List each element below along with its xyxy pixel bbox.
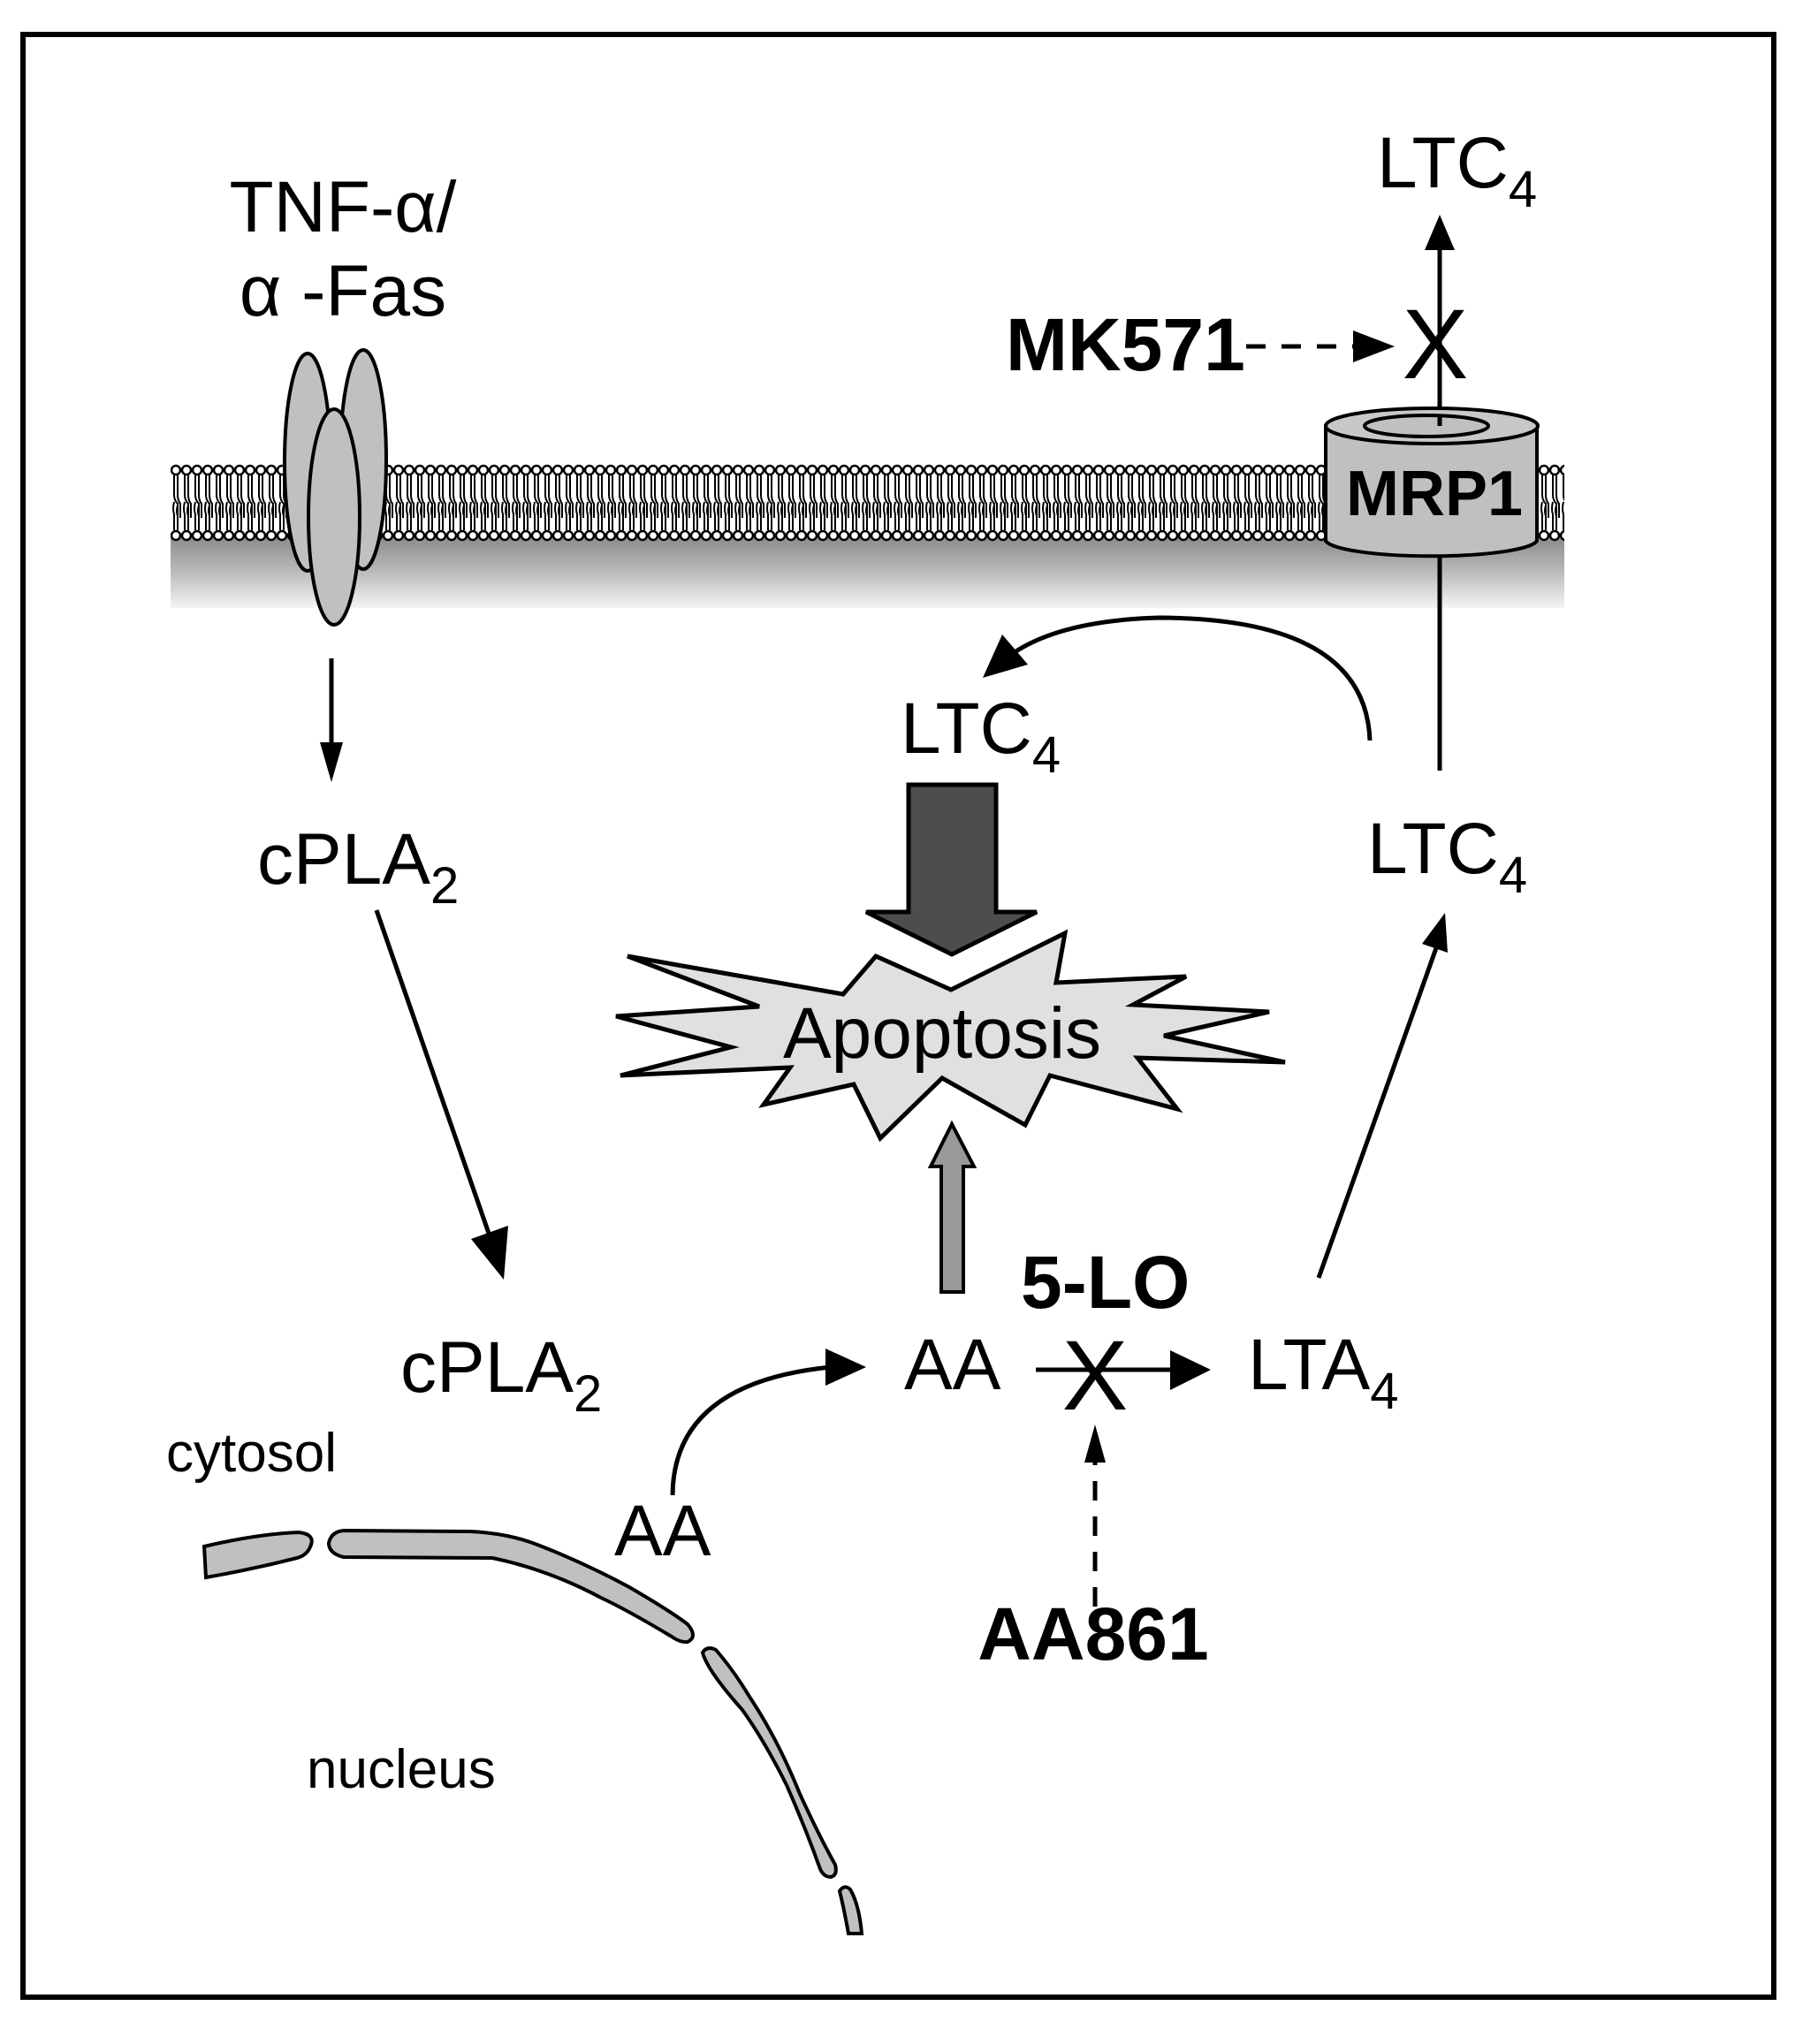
- cpla2-lower-label: cPLA2: [400, 1327, 602, 1423]
- stimulus-label-line2: α -Fas: [240, 251, 446, 331]
- arrow-cpla2-translocation: [374, 909, 508, 1280]
- arrow-aa-to-lta4: [1036, 1350, 1211, 1390]
- aa-substrate-label: AA: [904, 1325, 1001, 1405]
- nuclear-envelope: [202, 1528, 864, 1935]
- arrow-aa-to-apoptosis: [927, 1120, 977, 1294]
- arrow-aa-release: [670, 1349, 866, 1496]
- mk571-label: MK571: [1006, 303, 1245, 386]
- arrow-ltc4-to-apoptosis: [864, 782, 1038, 957]
- stimulus-label-line1: TNF-α/: [230, 167, 457, 247]
- ltc4-extracellular-label: LTC4: [1377, 123, 1537, 218]
- 5-lo-block-mark: X: [1062, 1320, 1129, 1431]
- aa-released-label: AA: [614, 1491, 711, 1571]
- mrp1-label: MRP1: [1346, 459, 1523, 529]
- 5-lo-label: 5-LO: [1021, 1241, 1190, 1324]
- export-arrowhead: [1425, 215, 1455, 250]
- arrow-aa861-inhibits: [1084, 1425, 1106, 1607]
- arrow-mk571-inhibits: [1246, 331, 1395, 362]
- cpla2-upper-label: cPLA2: [257, 819, 459, 915]
- arrow-ltc4-feedback: [983, 615, 1373, 741]
- ltc4-intracellular-label: LTC4: [1367, 809, 1527, 904]
- cytosol-label: cytosol: [166, 1423, 337, 1484]
- membrane-gradient: [171, 536, 1564, 608]
- lta4-label: LTA4: [1248, 1325, 1398, 1420]
- apoptosis-label: Apoptosis: [783, 993, 1101, 1074]
- mrp1-block-mark: X: [1403, 289, 1469, 399]
- tnf-fas-receptor-icon: [283, 348, 388, 627]
- mrp1-transporter-icon: [1324, 407, 1540, 610]
- aa861-label: AA861: [977, 1592, 1208, 1675]
- arrow-lta4-to-ltc4: [1316, 913, 1448, 1279]
- arrow-receptor-to-cpla2: [320, 658, 343, 782]
- nucleus-label: nucleus: [307, 1739, 496, 1800]
- ltc4-feedback-label: LTC4: [901, 688, 1061, 784]
- apoptosis-burst: [615, 929, 1286, 1143]
